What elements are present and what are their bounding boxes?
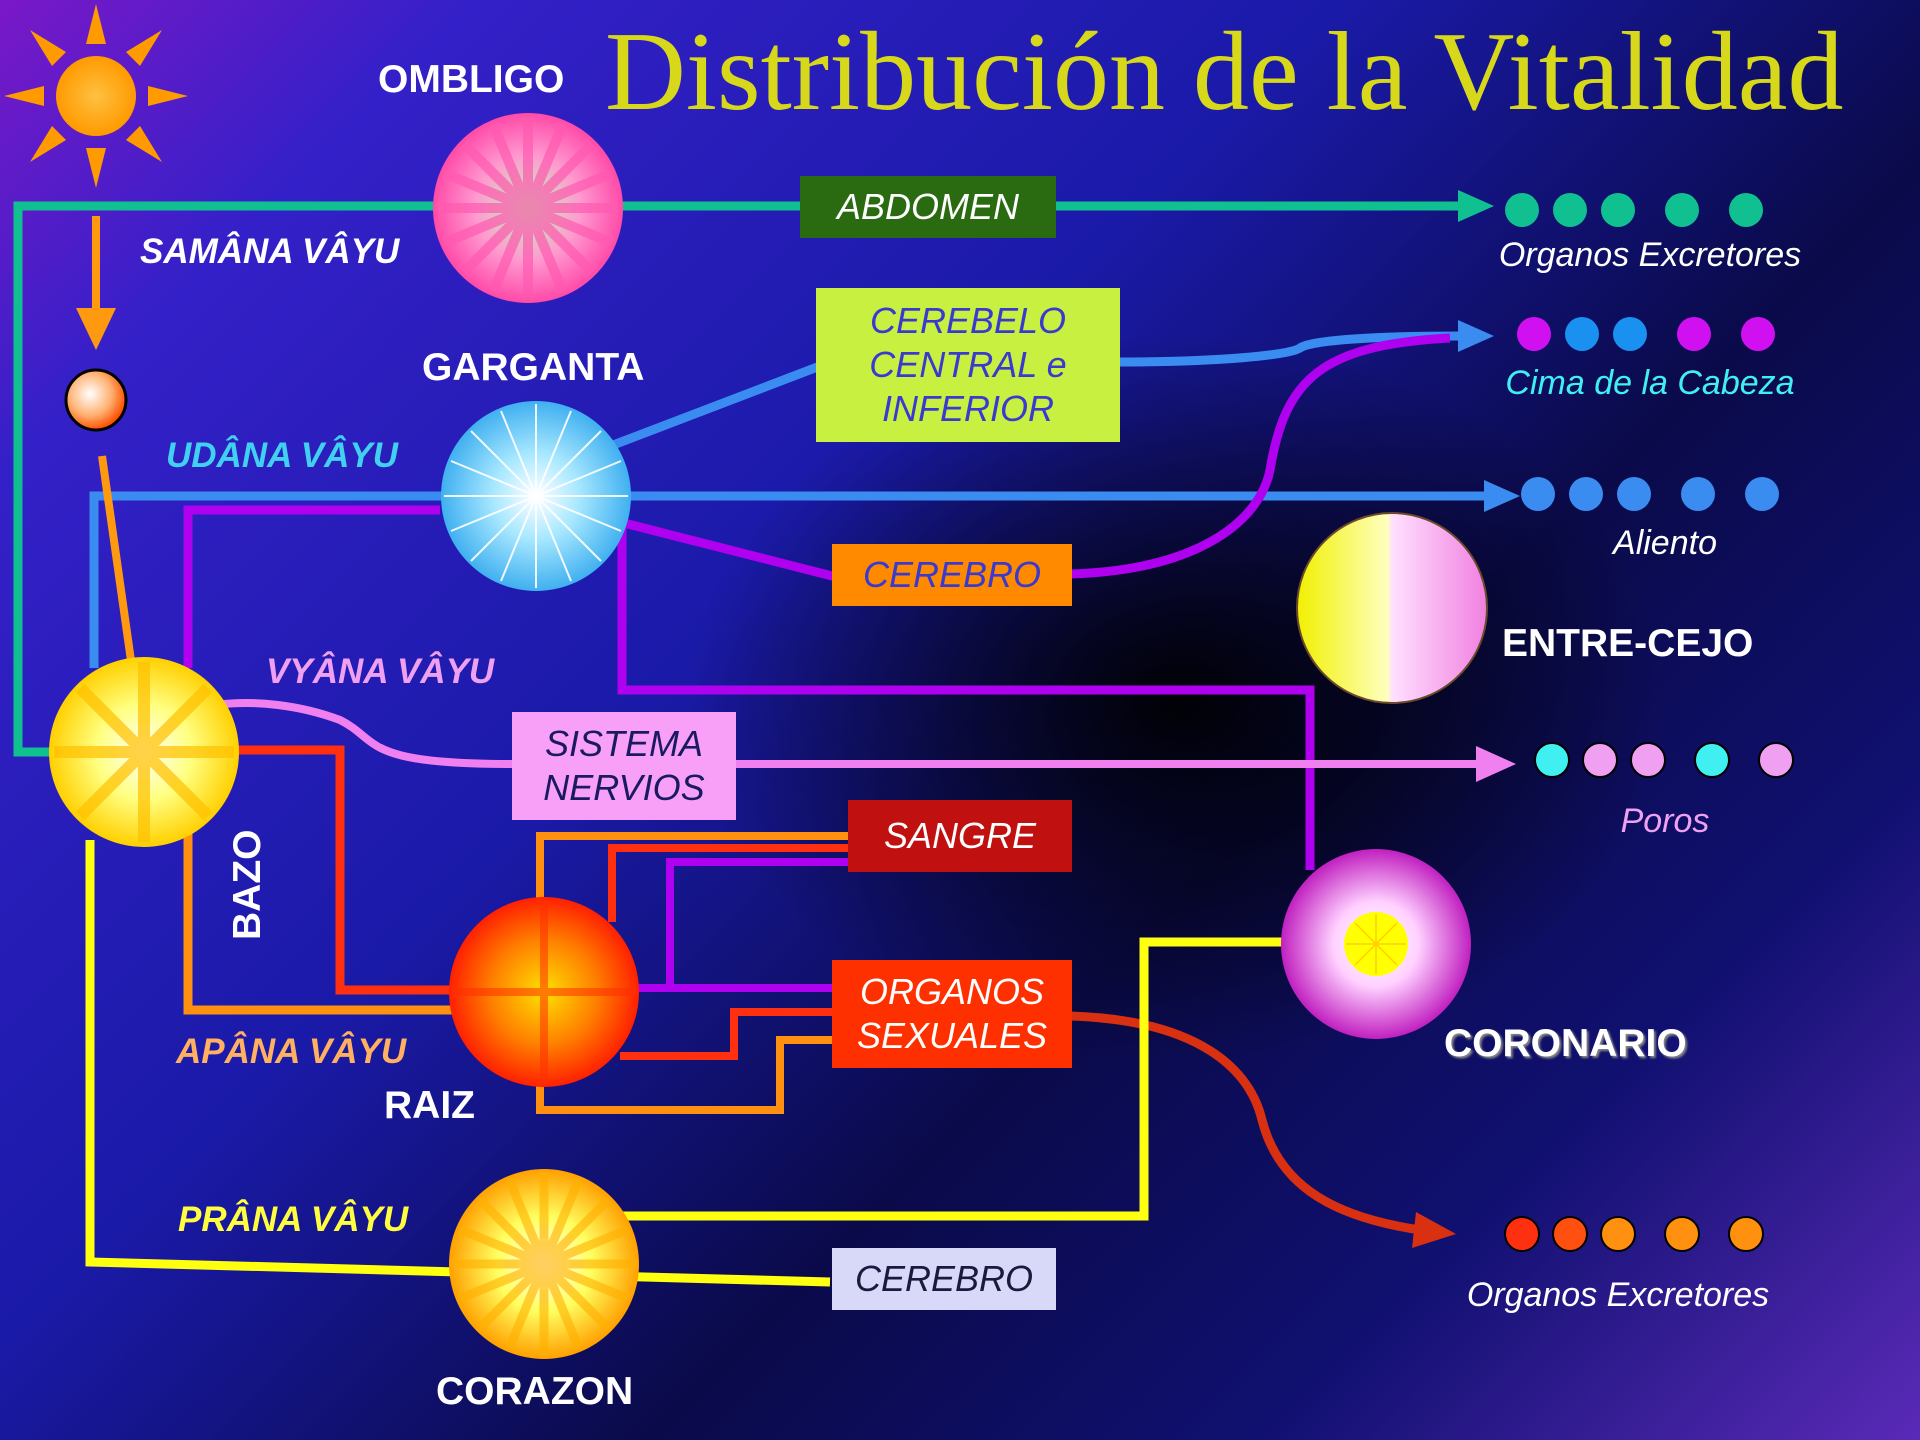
- raiz-sphere: [449, 897, 639, 1087]
- label-samana-vayu: SAMÂNA VÂYU: [140, 232, 400, 271]
- dest-organos-excretores-1: Organos Excretores: [1498, 236, 1802, 274]
- box-sangre-text: SANGRE: [883, 815, 1037, 856]
- box-cerebelo-line-1: CEREBELO: [869, 300, 1067, 341]
- box-cerebelo-line-3: INFERIOR: [881, 388, 1054, 429]
- label-garganta: GARGANTA: [422, 346, 645, 389]
- box-cerebro-1-text: CEREBRO: [862, 554, 1042, 595]
- label-bazo: BAZO: [226, 829, 269, 941]
- raiz-organos-orange: [536, 1036, 836, 1114]
- cima-cabeza-dots: [1517, 317, 1775, 351]
- garganta-coronario-line: [617, 510, 1315, 870]
- prana-coronario-line: [620, 937, 1290, 1221]
- bazo-raiz-orange: [183, 830, 452, 1015]
- udana-arrow: [1484, 480, 1520, 512]
- label-udana-vayu: UDÂNA VÂYU: [166, 436, 399, 475]
- organos-excretores-arrow: [1412, 1212, 1456, 1248]
- aliento-dots: [1521, 477, 1779, 511]
- label-corazon: CORAZON: [436, 1370, 634, 1413]
- vyana-arrow: [1476, 746, 1516, 782]
- box-sistema-line-2: NERVIOS: [543, 767, 705, 808]
- box-sistema-line-1: SISTEMA: [544, 723, 704, 764]
- garganta-sphere: [441, 401, 631, 591]
- label-vyana-vayu: VYÂNA VÂYU: [266, 652, 495, 691]
- box-abdomen-text: ABDOMEN: [836, 186, 1020, 227]
- corazon-sphere: [449, 1169, 639, 1359]
- label-raiz: RAIZ: [384, 1084, 475, 1127]
- organos-excretores-curve: [1069, 1011, 1421, 1235]
- raiz-sangre-orange: [536, 832, 850, 910]
- organos-excretores-dots-1: [1505, 193, 1763, 227]
- label-prana-vayu: PRÂNA VÂYU: [178, 1200, 409, 1239]
- label-ombligo: OMBLIGO: [378, 58, 565, 101]
- page-title: Distribución de la Vitalidad: [605, 10, 1844, 134]
- dest-poros: Poros: [1620, 802, 1710, 840]
- box-organos-line-1: ORGANOS: [859, 971, 1045, 1012]
- entre-cejo-sphere: [1296, 512, 1488, 704]
- cerebro-purple-line: [183, 505, 440, 668]
- udana-cima-line: [1117, 331, 1461, 367]
- label-apana-vayu: APÂNA VÂYU: [176, 1032, 407, 1071]
- dest-cima-cabeza: Cima de la Cabeza: [1505, 364, 1795, 402]
- raiz-sangre-purple: [636, 858, 850, 992]
- coronario-sphere: [1281, 849, 1471, 1039]
- dest-organos-excretores-2: Organos Excretores: [1466, 1276, 1770, 1314]
- box-cerebro-2-text: CEREBRO: [854, 1258, 1034, 1299]
- sun-icon: [4, 4, 188, 188]
- box-cerebro-2: CEREBRO: [832, 1248, 1056, 1310]
- box-organos-sexuales: ORGANOS SEXUALES: [832, 960, 1072, 1068]
- box-cerebelo: CEREBELO CENTRAL e INFERIOR: [816, 288, 1120, 442]
- small-sphere: [64, 368, 128, 432]
- udana-line: [89, 491, 1486, 668]
- udana-cima-arrow: [1458, 320, 1494, 352]
- cerebro-purple-line-2: [618, 517, 842, 583]
- raiz-organos-red: [620, 1008, 836, 1060]
- samana-line: [13, 201, 1460, 757]
- box-cerebelo-line-2: CENTRAL e: [869, 344, 1067, 385]
- organos-excretores-dots-2: [1504, 1216, 1764, 1252]
- udana-cerebelo-line: [598, 361, 822, 455]
- poros-dots: [1534, 742, 1794, 778]
- box-cerebro-1: CEREBRO: [832, 544, 1072, 606]
- bazo-raiz-red: [236, 745, 452, 995]
- box-organos-line-2: SEXUALES: [856, 1015, 1048, 1056]
- sun-down-arrow: [76, 308, 116, 350]
- ombligo-sphere: [433, 113, 623, 303]
- samana-arrow: [1458, 190, 1494, 222]
- label-coronario: CORONARIO: [1444, 1022, 1687, 1065]
- box-sistema-nervios: SISTEMA NERVIOS: [512, 712, 736, 820]
- cerebro-cima-curve: [1069, 333, 1451, 579]
- dest-aliento: Aliento: [1613, 524, 1717, 562]
- raiz-sangre-red: [608, 844, 850, 922]
- box-abdomen: ABDOMEN: [800, 176, 1056, 238]
- bazo-sphere: [49, 657, 239, 847]
- box-sangre: SANGRE: [848, 800, 1072, 872]
- label-entre-cejo: ENTRE-CEJO: [1502, 622, 1754, 665]
